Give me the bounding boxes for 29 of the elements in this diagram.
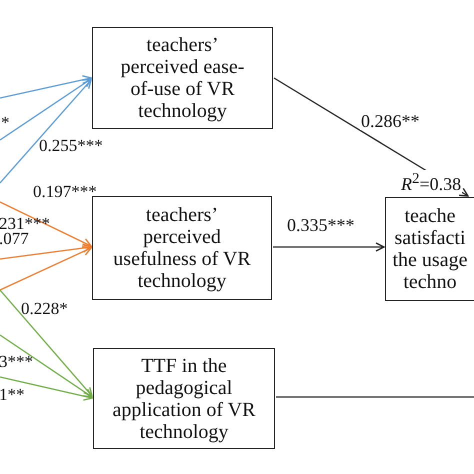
- coefficient-label: 0.197***: [32, 183, 98, 201]
- edge-label: 0.335***: [286, 216, 356, 234]
- process-box: [385, 197, 474, 301]
- arrow: [0, 75, 92, 99]
- process-box: [92, 196, 272, 300]
- node-text: teachers’ perceived ease-of-use of VR technology: [120, 34, 246, 122]
- node-text: TTF in the pedagogical application of VR technology: [112, 354, 256, 442]
- coefficient-label: 231***: [0, 215, 51, 233]
- coefficient-label: 3***: [0, 353, 34, 371]
- node-text: teache satisfacti the usage techno: [392, 205, 468, 293]
- coefficient-label: 0.228*: [20, 300, 69, 318]
- node-text: teachers’ perceived usefulness of VR technology: [112, 204, 252, 292]
- process-box: [92, 27, 273, 129]
- arrow: [0, 334, 93, 398]
- coefficient-label: 1**: [0, 386, 26, 404]
- arrow: [0, 247, 92, 291]
- arrow: [0, 201, 92, 247]
- arrow: [0, 243, 92, 260]
- process-box: [93, 348, 275, 449]
- arrow: [273, 242, 385, 252]
- r-squared-label: R$^{2}$=0.38: [400, 170, 462, 193]
- edge-label: 0.286**: [360, 112, 420, 130]
- arrow: [0, 78, 92, 141]
- arrow: [0, 290, 93, 397]
- coefficient-label: 0.255***: [38, 137, 104, 155]
- coefficient-label: *: [0, 114, 10, 132]
- arrow: [0, 79, 92, 184]
- arrow: [0, 376, 93, 401]
- coefficient-label: .077: [0, 230, 29, 248]
